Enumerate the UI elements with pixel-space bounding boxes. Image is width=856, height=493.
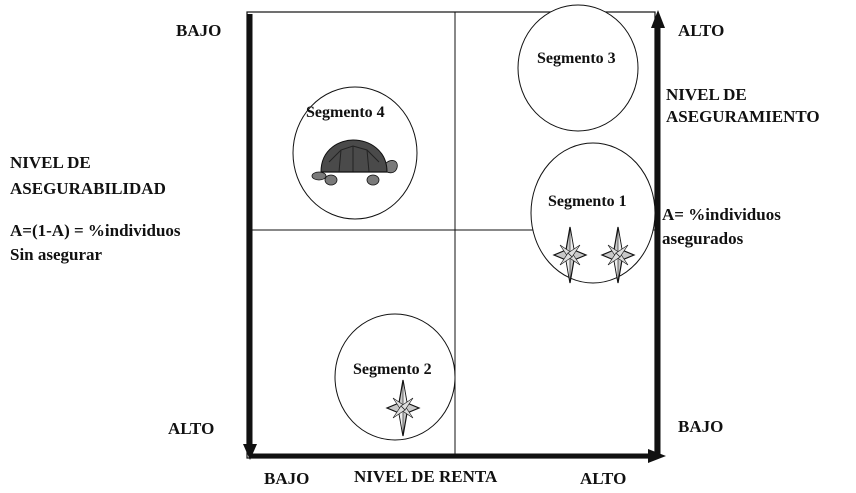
segment-3-circle (517, 4, 639, 132)
right-formula-line-1: A= %individuos (662, 205, 781, 224)
right-formula-line-2: asegurados (662, 229, 744, 248)
bottom-axis-low-label: BAJO (264, 469, 310, 488)
segment-2-circle (334, 313, 456, 441)
segment-1-label: Segmento 1 (548, 193, 627, 210)
left-title-line-1: NIVEL DE (10, 153, 91, 172)
right-axis-bottom-label: BAJO (678, 417, 724, 436)
turtle-icon (311, 139, 398, 186)
left-axis-arrowhead (243, 444, 257, 460)
right-title-line-1: NIVEL DE (666, 85, 747, 104)
left-formula-line-2: Sin asegurar (10, 245, 103, 264)
segment-4-label: Segmento 4 (306, 104, 385, 121)
left-title-line-2: ASEGURABILIDAD (10, 179, 166, 198)
right-axis-arrowhead (651, 10, 665, 28)
segment-1-circle (530, 142, 656, 284)
right-title-line-2: ASEGURAMIENTO (666, 107, 820, 126)
left-axis-top-label: BAJO (176, 21, 222, 40)
segment-2-label: Segmento 2 (353, 361, 432, 378)
segment-3-label: Segmento 3 (537, 50, 616, 67)
left-formula-line-1: A=(1-A) = %individuos (10, 221, 181, 240)
right-axis-top-label: ALTO (678, 21, 725, 40)
bottom-axis-title: NIVEL DE RENTA (354, 467, 498, 486)
left-axis-bottom-label: ALTO (168, 419, 215, 438)
bottom-axis-high-label: ALTO (580, 469, 627, 488)
